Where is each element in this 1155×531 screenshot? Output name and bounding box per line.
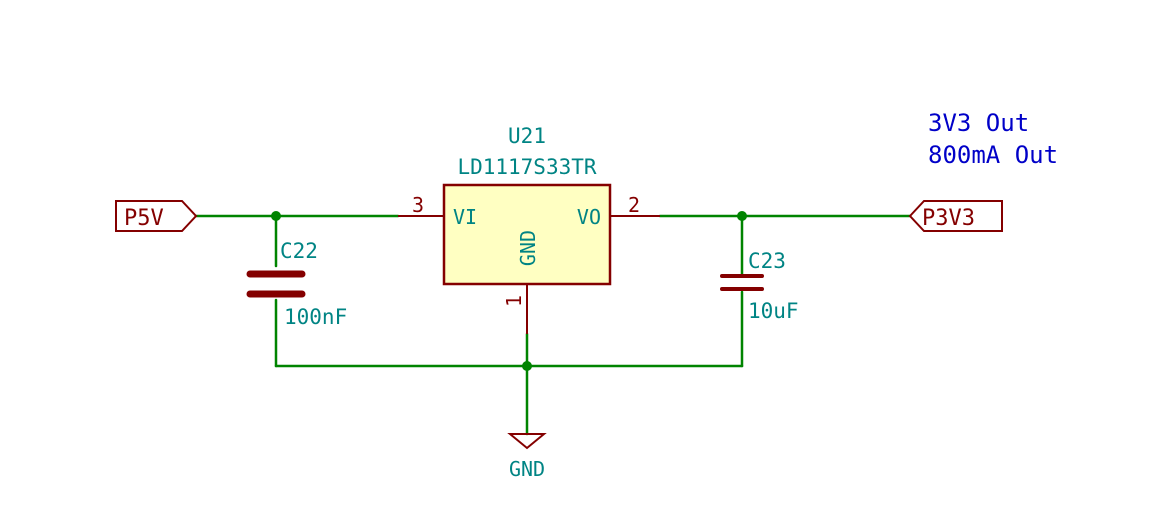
pin-vi-name: VI (453, 205, 477, 229)
pin-gnd-number: 1 (502, 295, 526, 307)
junction-dot (522, 361, 532, 371)
pin-gnd-name: GND (516, 230, 540, 266)
capacitor-c22[interactable] (246, 270, 306, 298)
ground-icon (507, 433, 547, 450)
capacitor-c22-reference: C22 (280, 239, 318, 263)
port-p3v3-outline (908, 200, 1003, 232)
regulator-reference: U21 (508, 124, 546, 148)
regulator-pins (398, 215, 660, 334)
port-p5v-label: P5V (124, 206, 164, 231)
pin-vo-number: 2 (628, 193, 640, 217)
port-p3v3-label: P3V3 (922, 206, 975, 231)
capacitor-c22-value: 100nF (284, 305, 347, 329)
junction-dot (737, 211, 747, 221)
junctions (271, 211, 747, 371)
note-line-2: 800mA Out (928, 141, 1058, 169)
capacitor-c23[interactable] (720, 274, 764, 291)
regulator-value: LD1117S33TR (457, 155, 596, 179)
wires (194, 214, 912, 436)
ground-label: GND (509, 457, 545, 481)
port-p5v-outline (115, 200, 198, 232)
ground-symbol[interactable] (507, 433, 547, 450)
capacitor-c23-reference: C23 (748, 249, 786, 273)
port-p3v3[interactable]: P3V3 (908, 200, 1003, 232)
port-p5v[interactable]: P5V (115, 200, 198, 232)
capacitor-c23-value: 10uF (748, 299, 799, 323)
pin-vi-number: 3 (412, 193, 424, 217)
junction-dot (271, 211, 281, 221)
regulator-body[interactable] (442, 183, 612, 286)
note-line-1: 3V3 Out (928, 109, 1029, 137)
pin-vo-name: VO (577, 205, 601, 229)
